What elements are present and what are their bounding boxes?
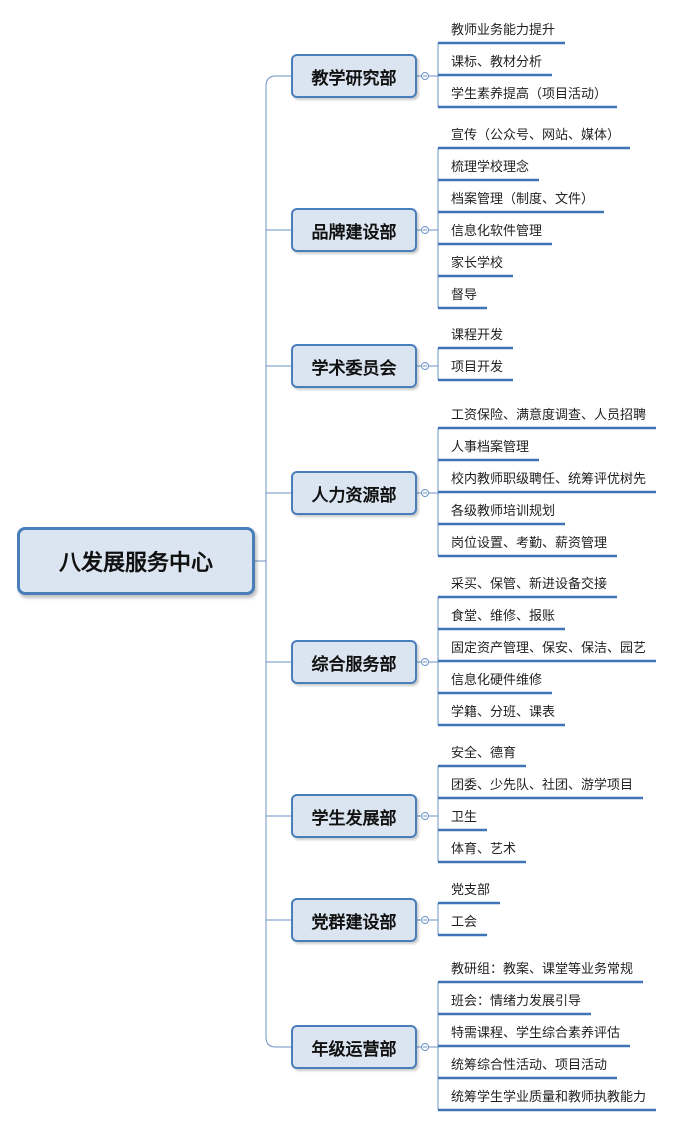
root-node[interactable]: 八发展服务中心 [17, 527, 255, 595]
leaf-item[interactable]: 课程开发 [451, 328, 504, 343]
branch-node[interactable]: 学术委员会 [291, 344, 417, 388]
branch-label: 学生发展部 [311, 808, 397, 829]
root-label: 八发展服务中心 [58, 551, 213, 576]
leaf-item[interactable]: 工会 [451, 915, 478, 930]
leaf-item[interactable]: 各级教师培训规划 [451, 504, 556, 519]
leaf-item[interactable]: 学生素养提高（项目活动） [451, 87, 608, 102]
leaf-item[interactable]: 教研组：教案、课堂等业务常规 [451, 962, 634, 977]
leaf-item[interactable]: 信息化软件管理 [451, 224, 543, 239]
branch-node[interactable]: 人力资源部 [291, 471, 417, 515]
leaf-item[interactable]: 教师业务能力提升 [451, 23, 556, 38]
branch-connector [265, 1036, 291, 1048]
leaf-item[interactable]: 安全、德育 [451, 746, 517, 761]
branch-label: 教学研究部 [311, 68, 397, 89]
leaf-item[interactable]: 采买、保管、新进设备交接 [451, 577, 608, 592]
leaf-item[interactable]: 固定资产管理、保安、保洁、园艺 [451, 641, 647, 656]
leaf-item[interactable]: 统筹学生学业质量和教师执教能力 [451, 1090, 647, 1105]
branch-node[interactable]: 年级运营部 [291, 1025, 417, 1069]
leaf-item[interactable]: 督导 [451, 288, 478, 303]
leaf-item[interactable]: 宣传（公众号、网站、媒体） [451, 128, 621, 143]
leaf-item[interactable]: 项目开发 [451, 360, 504, 375]
leaf-item[interactable]: 档案管理（制度、文件） [451, 192, 595, 207]
leaf-item[interactable]: 学籍、分班、课表 [451, 705, 556, 720]
leaf-item[interactable]: 家长学校 [451, 256, 504, 271]
branch-label: 学术委员会 [311, 358, 397, 379]
branch-label: 人力资源部 [311, 485, 397, 506]
leaf-item[interactable]: 信息化硬件维修 [451, 673, 543, 688]
leaf-item[interactable]: 统筹综合性活动、项目活动 [451, 1058, 608, 1073]
leaf-item[interactable]: 班会：情绪力发展引导 [451, 994, 582, 1009]
leaf-item[interactable]: 卫生 [451, 810, 478, 825]
branch-label: 年级运营部 [311, 1039, 397, 1060]
branch-label: 品牌建设部 [311, 222, 397, 243]
leaf-item[interactable]: 食堂、维修、报账 [451, 609, 556, 624]
leaf-item[interactable]: 岗位设置、考勤、薪资管理 [451, 536, 608, 551]
branch-node[interactable]: 品牌建设部 [291, 208, 417, 252]
leaf-item[interactable]: 团委、少先队、社团、游学项目 [451, 778, 634, 793]
branch-label: 综合服务部 [311, 654, 397, 675]
branch-node[interactable]: 党群建设部 [291, 898, 417, 942]
leaf-item[interactable]: 课标、教材分析 [451, 55, 543, 70]
leaf-item[interactable]: 校内教师职级聘任、统筹评优树先 [451, 472, 647, 487]
branch-node[interactable]: 学生发展部 [291, 794, 417, 838]
leaf-item[interactable]: 党支部 [451, 883, 491, 898]
leaf-item[interactable]: 人事档案管理 [451, 440, 530, 455]
leaf-item[interactable]: 梳理学校理念 [451, 160, 530, 175]
branch-connector [265, 75, 291, 87]
leaf-item[interactable]: 工资保险、满意度调查、人员招聘 [451, 408, 647, 423]
leaf-item[interactable]: 特需课程、学生综合素养评估 [451, 1026, 621, 1041]
branch-label: 党群建设部 [311, 912, 397, 933]
branch-node[interactable]: 综合服务部 [291, 640, 417, 684]
leaf-item[interactable]: 体育、艺术 [451, 842, 517, 857]
branch-node[interactable]: 教学研究部 [291, 54, 417, 98]
